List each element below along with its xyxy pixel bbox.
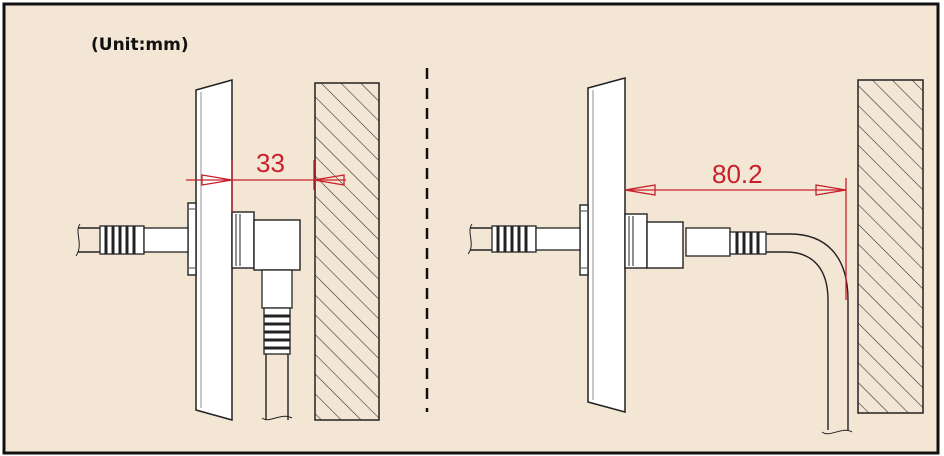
left-right-angle-connector [231, 211, 301, 421]
left-back-boot [99, 225, 189, 255]
right-back-boot [491, 225, 581, 253]
right-assembly: 80.2 [467, 77, 924, 435]
left-device-panel [195, 79, 233, 421]
right-bending-cable [766, 233, 849, 430]
right-device-panel [587, 77, 626, 413]
right-wall [857, 79, 924, 414]
left-assembly: 33 [75, 79, 380, 421]
right-straight-connector [624, 213, 853, 435]
left-wall [314, 82, 380, 421]
right-dimension: 80.2 [624, 159, 847, 300]
right-dimension-value: 80.2 [712, 159, 763, 189]
unit-label: (Unit:mm) [91, 35, 189, 55]
right-mount-plate [579, 204, 589, 276]
left-dimension: 33 [186, 148, 346, 212]
left-dimension-value: 33 [256, 148, 285, 178]
left-mount-plate [187, 202, 197, 276]
